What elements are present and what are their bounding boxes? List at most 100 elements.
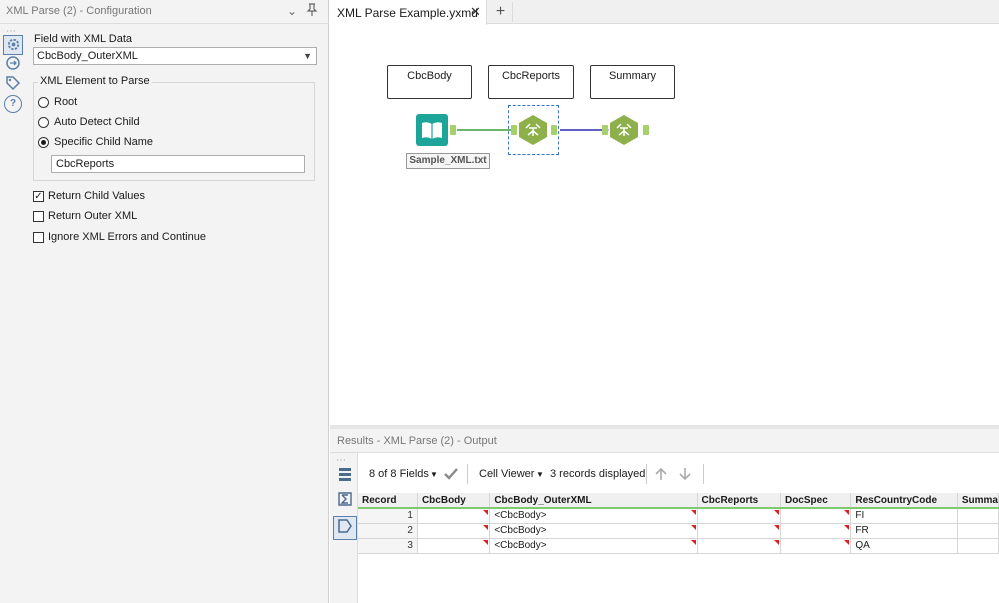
xml-parse-tool-selected[interactable]	[517, 114, 549, 146]
radio-auto-detect-child[interactable]	[38, 117, 49, 128]
table-cell[interactable]: <CbcBody>	[489, 523, 698, 539]
table-header-row: Record CbcBody CbcBody_OuterXML CbcRepor…	[358, 493, 999, 509]
output-anchor[interactable]	[643, 125, 649, 135]
column-header[interactable]: DocSpec	[780, 493, 852, 509]
comment-cbcbody[interactable]: CbcBody	[387, 65, 472, 99]
element-group-box	[33, 82, 315, 181]
tab-label: XML Parse Example.yxmd	[337, 6, 478, 20]
toolbar-divider	[467, 464, 468, 484]
help-icon[interactable]: ?	[4, 95, 22, 113]
column-header[interactable]: CbcBody_OuterXML	[489, 493, 698, 509]
configuration-title: XML Parse (2) - Configuration	[6, 5, 152, 17]
grip-icon: ⋯	[336, 455, 347, 466]
table-row[interactable]: 1 <CbcBody> FI	[358, 508, 999, 524]
table-cell[interactable]: FI	[850, 508, 958, 524]
pane-splitter[interactable]	[330, 425, 999, 429]
table-cell[interactable]	[780, 523, 852, 539]
column-header[interactable]: CbcBody	[417, 493, 491, 509]
fields-selector[interactable]: 8 of 8 Fields	[369, 468, 429, 480]
ignore-xml-errors-label: Ignore XML Errors and Continue	[48, 231, 206, 243]
field-dropdown-value: CbcBody_OuterXML	[37, 50, 138, 62]
output-anchor[interactable]	[551, 125, 557, 135]
results-table: Record CbcBody CbcBody_OuterXML CbcRepor…	[358, 493, 999, 554]
record-cell[interactable]: 2	[358, 523, 418, 539]
radio-specific-child-name[interactable]	[38, 137, 49, 148]
table-cell[interactable]	[417, 523, 491, 539]
results-grid: Record CbcBody CbcBody_OuterXML CbcRepor…	[358, 493, 999, 554]
connection-arrows-icon[interactable]	[5, 55, 21, 74]
radio-specific-child-name-label: Specific Child Name	[54, 136, 154, 148]
column-header[interactable]: CbcReports	[697, 493, 781, 509]
return-outer-xml-checkbox[interactable]	[33, 211, 44, 222]
results-header	[330, 429, 999, 453]
table-cell[interactable]	[780, 538, 852, 554]
input-data-tool[interactable]	[416, 114, 448, 146]
arrow-down-icon[interactable]	[678, 466, 692, 485]
radio-root-label: Root	[54, 96, 78, 108]
table-row[interactable]: 2 <CbcBody> FR	[358, 523, 999, 539]
column-header[interactable]: Record	[358, 493, 418, 509]
input-anchor[interactable]	[602, 125, 608, 135]
output-anchor[interactable]	[450, 125, 456, 135]
output-shape-icon[interactable]	[335, 518, 355, 538]
xml-parse-icon	[519, 115, 547, 145]
radio-auto-detect-child-label: Auto Detect Child	[54, 116, 140, 128]
child-name-input[interactable]: CbcReports	[51, 155, 305, 173]
grip-icon: ⋯	[6, 26, 17, 37]
table-cell[interactable]	[697, 508, 781, 524]
toolbar-divider	[703, 464, 704, 484]
records-count: 3 records displayed	[550, 468, 646, 480]
element-group-label: XML Element to Parse	[38, 75, 152, 87]
tab-xml-parse-example[interactable]	[330, 0, 487, 25]
field-dropdown[interactable]: CbcBody_OuterXML ▼	[33, 47, 317, 65]
table-cell[interactable]: <CbcBody>	[489, 538, 698, 554]
return-child-values-checkbox[interactable]: ✓	[33, 191, 44, 202]
table-cell[interactable]	[697, 538, 781, 554]
input-tool-caption: Sample_XML.txt	[406, 153, 490, 169]
configuration-panel	[0, 0, 329, 603]
table-cell[interactable]	[417, 508, 491, 524]
column-header[interactable]: Summa	[957, 493, 999, 509]
selection-box	[508, 105, 559, 155]
table-cell[interactable]	[697, 523, 781, 539]
table-cell[interactable]	[417, 538, 491, 554]
xml-parse-icon	[610, 115, 638, 145]
field-label: Field with XML Data	[34, 33, 133, 45]
chevron-down-icon[interactable]: ⌄	[286, 4, 298, 18]
ignore-xml-errors-checkbox[interactable]	[33, 232, 44, 243]
arrow-up-icon[interactable]	[654, 466, 668, 485]
table-view-icon[interactable]	[335, 466, 355, 486]
chevron-down-icon[interactable]: ▼	[430, 470, 438, 479]
table-cell[interactable]	[957, 538, 999, 554]
record-cell[interactable]: 1	[358, 508, 418, 524]
results-title: Results - XML Parse (2) - Output	[337, 435, 497, 447]
table-cell[interactable]: FR	[850, 523, 958, 539]
chevron-down-icon[interactable]: ▼	[536, 470, 544, 479]
gear-icon[interactable]	[6, 37, 21, 55]
checkmark-icon[interactable]	[443, 466, 459, 485]
cell-viewer-selector[interactable]: Cell Viewer	[479, 468, 535, 480]
input-anchor[interactable]	[511, 125, 517, 135]
summary-sigma-icon[interactable]	[335, 491, 355, 511]
book-icon	[416, 114, 448, 146]
table-cell[interactable]	[780, 508, 852, 524]
table-cell[interactable]	[957, 508, 999, 524]
comment-cbcreports[interactable]: CbcReports	[488, 65, 574, 99]
return-child-values-label: Return Child Values	[48, 190, 146, 202]
close-icon[interactable]: ✕	[470, 4, 481, 19]
comment-summary[interactable]: Summary	[590, 65, 675, 99]
table-cell[interactable]: <CbcBody>	[489, 508, 698, 524]
table-cell[interactable]	[957, 523, 999, 539]
toolbar-divider	[646, 464, 647, 484]
xml-parse-tool[interactable]	[608, 114, 640, 146]
configuration-header	[0, 0, 329, 24]
pin-icon[interactable]	[304, 3, 320, 19]
radio-root[interactable]	[38, 97, 49, 108]
table-cell[interactable]: QA	[850, 538, 958, 554]
record-cell[interactable]: 3	[358, 538, 418, 554]
return-outer-xml-label: Return Outer XML	[48, 210, 138, 222]
tag-icon[interactable]	[5, 75, 21, 94]
add-tab-button[interactable]: +	[489, 2, 513, 22]
table-row[interactable]: 3 <CbcBody> QA	[358, 538, 999, 554]
column-header[interactable]: ResCountryCode	[850, 493, 958, 509]
